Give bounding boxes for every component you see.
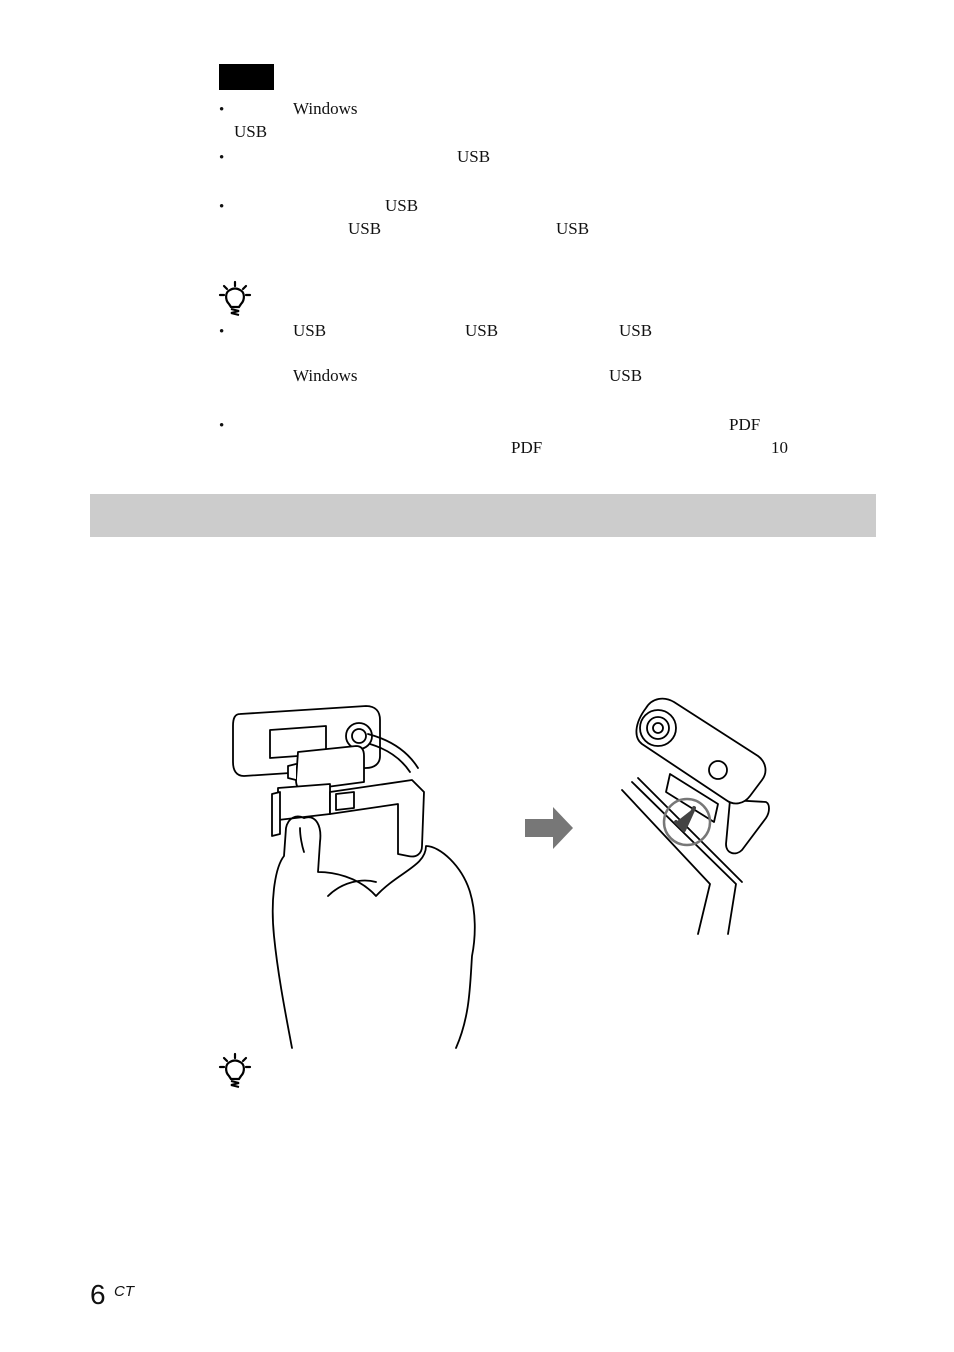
arrow-right-icon bbox=[525, 807, 573, 849]
note-heading-box bbox=[219, 64, 274, 90]
tips-item-1-usb-b: USB bbox=[465, 321, 499, 340]
note-bullet-2: • bbox=[219, 150, 225, 166]
tips-item-2-pdf-b: PDF bbox=[511, 438, 543, 457]
note-item-3-usb-a: USB bbox=[385, 196, 419, 215]
tips-item-1-usb-a: USB bbox=[293, 321, 327, 340]
tip-lightbulb-icon bbox=[218, 280, 252, 316]
section-heading-bar bbox=[90, 494, 876, 537]
webcam-on-monitor-illustration bbox=[621, 697, 770, 935]
tips-item-1-usb-d: USB bbox=[609, 366, 643, 385]
note-item-2-usb: USB bbox=[457, 147, 491, 166]
tips-bullet-2: • bbox=[219, 418, 225, 434]
hand-holding-webcam-illustration bbox=[232, 705, 476, 1049]
note-bullet-1: • bbox=[219, 102, 225, 118]
tip-lightbulb-icon bbox=[218, 1052, 252, 1088]
tips-item-2-page-ref: 10 bbox=[771, 438, 788, 457]
note-item-1-windows: Windows bbox=[293, 99, 358, 118]
note-item-3-usb-b: USB bbox=[348, 219, 382, 238]
tips-item-2-pdf-a: PDF bbox=[729, 415, 761, 434]
tips-bullet-1: • bbox=[219, 324, 225, 340]
tips-item-1-usb-c: USB bbox=[619, 321, 653, 340]
note-item-3-usb-c: USB bbox=[556, 219, 590, 238]
note-bullet-3: • bbox=[219, 199, 225, 215]
tips-item-1-windows: Windows bbox=[293, 366, 358, 385]
note-item-1-usb: USB bbox=[234, 122, 268, 141]
page-language-code: CT bbox=[114, 1283, 134, 1300]
page-number: 6 bbox=[90, 1279, 106, 1310]
